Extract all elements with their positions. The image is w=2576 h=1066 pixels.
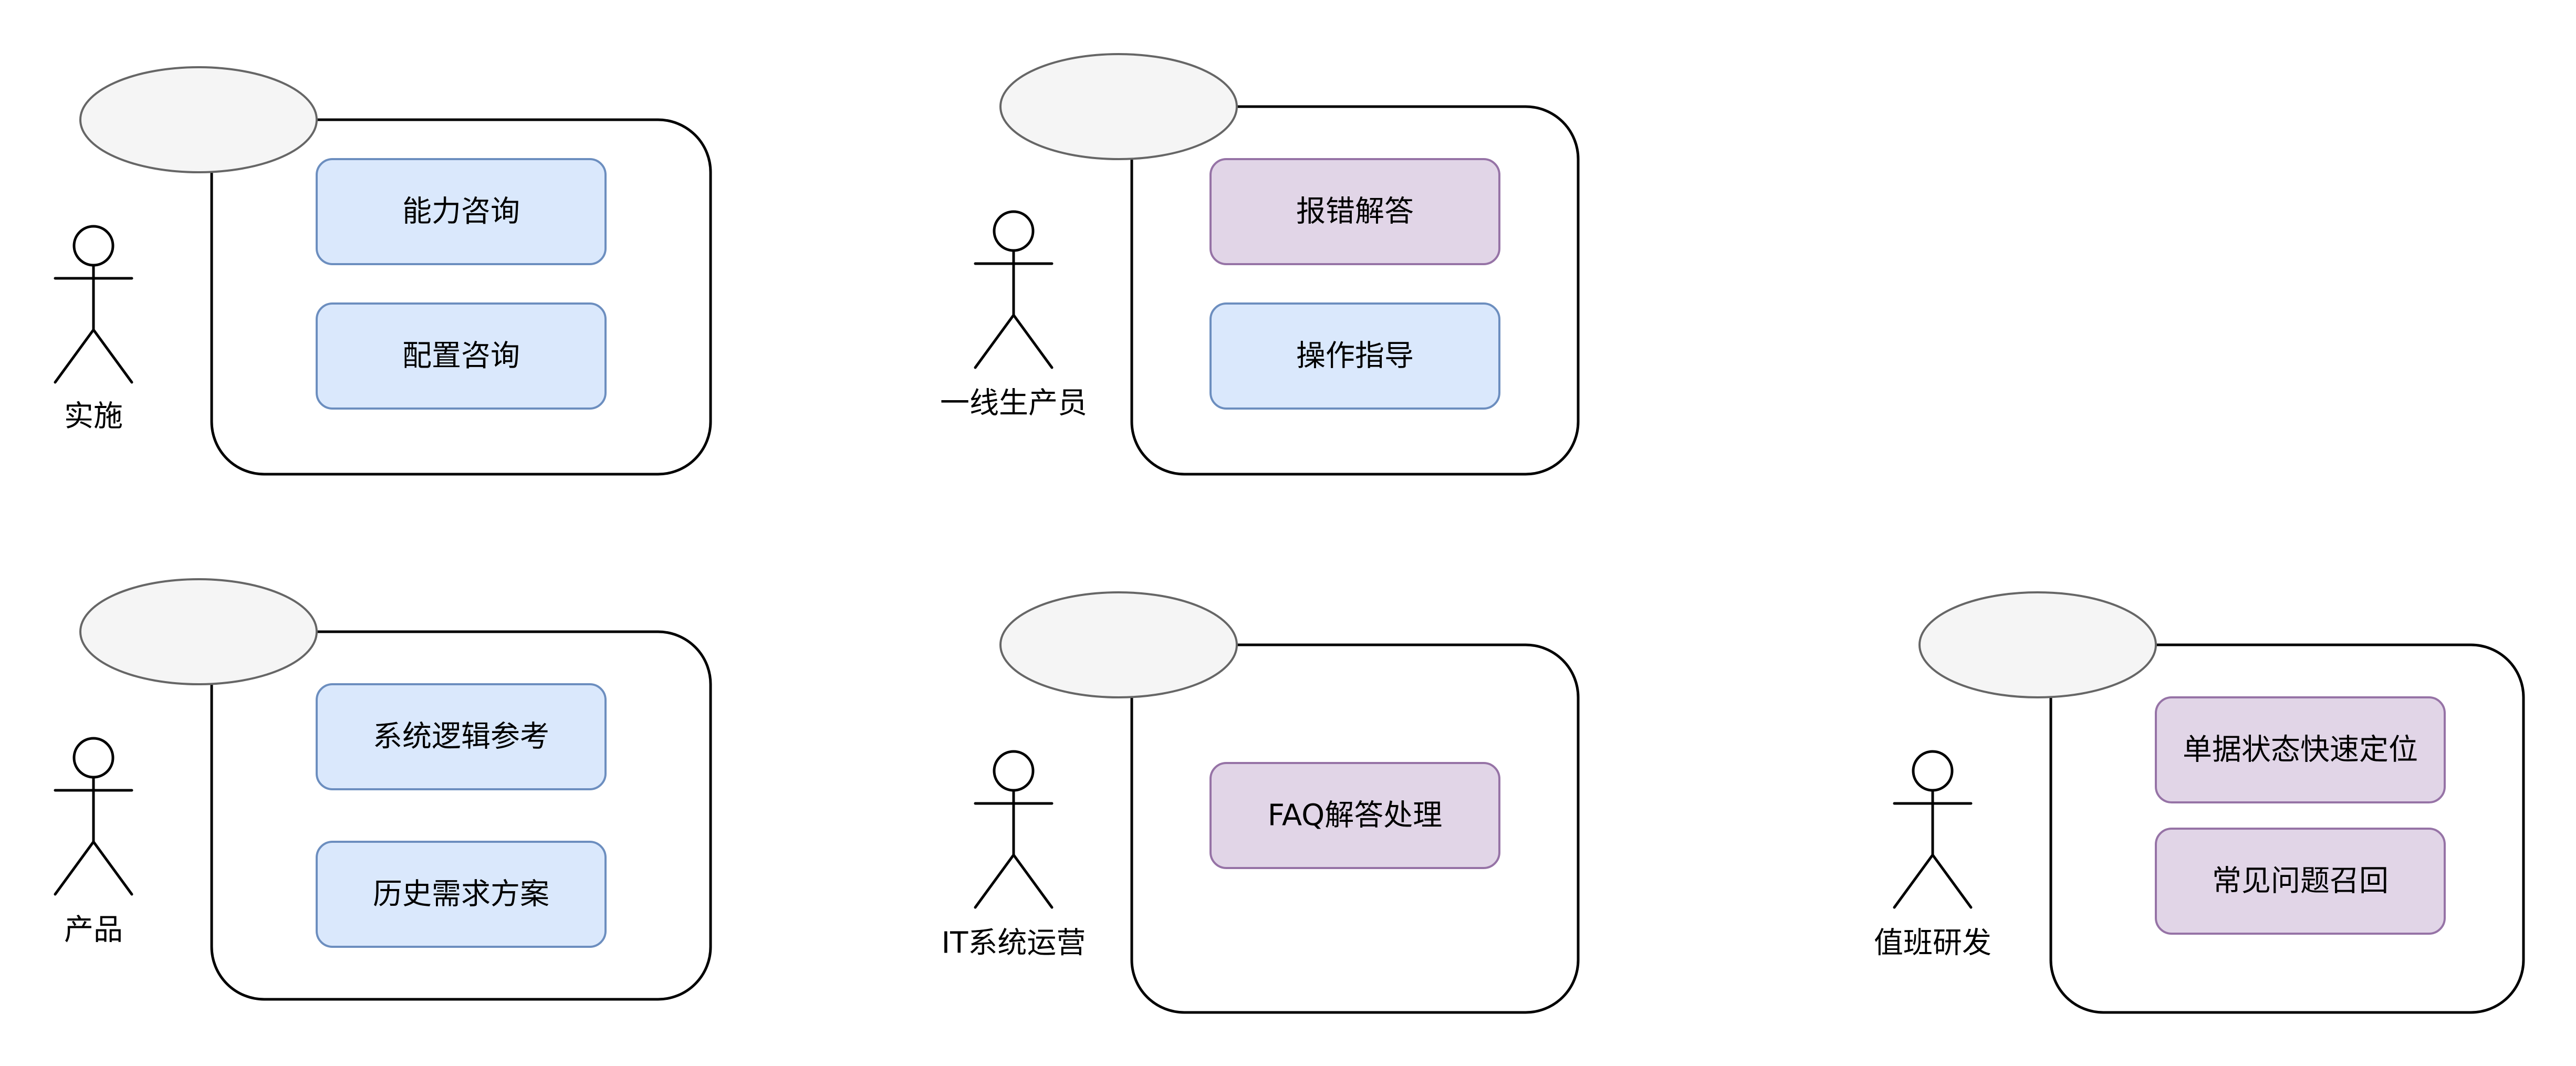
actor-figure-on-duty-dev (1893, 750, 1973, 909)
group-bubble (79, 578, 318, 685)
task-label: 能力咨询 (402, 195, 520, 229)
group-bubble (999, 591, 1238, 698)
actor-label: 产品 (64, 913, 123, 947)
task-box[interactable]: FAQ解答处理 (1209, 762, 1500, 869)
task-label: 操作指导 (1296, 339, 1414, 373)
task-box[interactable]: 能力咨询 (316, 158, 607, 265)
group-bubble (79, 66, 318, 173)
group-bubble (999, 53, 1238, 160)
task-box[interactable]: 配置咨询 (316, 302, 607, 410)
actor-label: 值班研发 (1874, 926, 1991, 960)
task-label: 单据状态快速定位 (2183, 733, 2418, 767)
actor-figure-frontline-producer (974, 210, 1054, 369)
task-label: 常见问题召回 (2212, 864, 2389, 898)
task-box[interactable]: 历史需求方案 (316, 841, 607, 948)
group-on-duty-dev: 值班研发 单据状态快速定位 常见问题召回 (1874, 591, 2525, 1014)
group-bubble (1918, 591, 2157, 698)
actor-label: 一线生产员 (940, 386, 1087, 421)
task-label: 历史需求方案 (373, 877, 549, 912)
group-implementation: 实施 能力咨询 配置咨询 (54, 66, 712, 476)
group-product: 产品 系统逻辑参考 历史需求方案 (54, 578, 712, 1001)
task-label: 系统逻辑参考 (373, 720, 549, 754)
task-box[interactable]: 系统逻辑参考 (316, 683, 607, 790)
task-label: 配置咨询 (402, 339, 520, 373)
actor-figure-it-operations (974, 750, 1054, 909)
task-box[interactable]: 单据状态快速定位 (2155, 696, 2446, 803)
task-label: FAQ解答处理 (1268, 799, 1442, 833)
actor-label: IT系统运营 (942, 926, 1086, 960)
task-box[interactable]: 常见问题召回 (2155, 828, 2446, 935)
group-frontline-producer: 一线生产员 报错解答 操作指导 (940, 53, 1580, 476)
task-label: 报错解答 (1296, 195, 1414, 229)
group-it-operations: IT系统运营 FAQ解答处理 (942, 591, 1580, 1014)
task-box[interactable]: 操作指导 (1209, 302, 1500, 410)
actor-figure-implementation (54, 225, 133, 384)
actor-figure-product (54, 737, 133, 896)
task-box[interactable]: 报错解答 (1209, 158, 1500, 265)
actor-label: 实施 (64, 400, 123, 434)
